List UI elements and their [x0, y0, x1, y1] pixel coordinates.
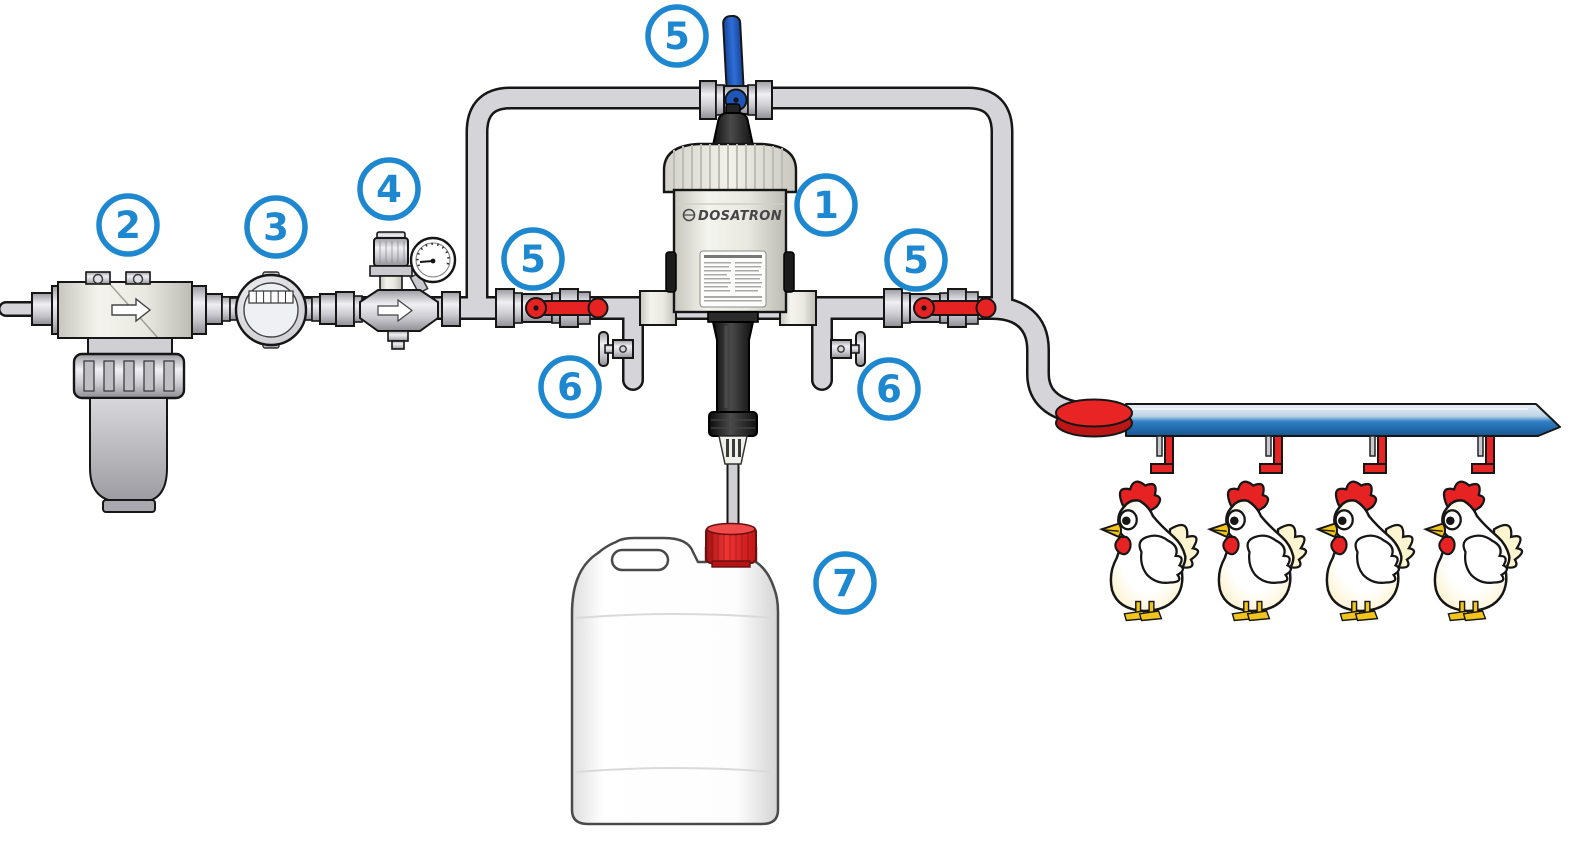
callout-water-filter: 2 [96, 193, 160, 257]
callout-label: 5 [903, 239, 929, 282]
callout-label: 6 [557, 366, 583, 409]
callout-label: 5 [664, 15, 690, 58]
drinking-line [1055, 398, 1561, 474]
water-meter [205, 271, 337, 349]
callout-bypass-valve: 5 [645, 4, 709, 68]
callout-label: 2 [115, 204, 141, 247]
bypass-ball-valve [699, 14, 773, 120]
filter-bowl [89, 397, 168, 503]
callout-label: 5 [520, 238, 546, 281]
pressure-gauge [409, 236, 457, 284]
line-end-cap [1055, 398, 1133, 438]
chicken-icon [1424, 480, 1524, 622]
chicken-icon [1208, 480, 1308, 622]
brand-label: DOSATRON [698, 209, 782, 224]
callout-container: 7 [813, 551, 877, 615]
inlet-ball-valve [495, 288, 609, 328]
dosatron-pump: DOSATRON [639, 103, 817, 465]
outlet-ball-valve [883, 288, 997, 328]
injection-assembly [707, 311, 759, 465]
pump-spec-label [699, 250, 767, 308]
callout-label: 7 [832, 562, 858, 605]
callout-inlet-valve: 5 [501, 227, 565, 291]
pressure-regulator [335, 231, 461, 350]
drinker-nipple-icon [1471, 435, 1495, 474]
dosatron-logo-icon [682, 208, 696, 222]
callout-label: 3 [263, 206, 289, 249]
chicken-icon [1316, 480, 1416, 622]
callout-outlet-valve: 5 [884, 228, 948, 292]
meter-register [248, 290, 294, 304]
drinker-nipple-icon [1363, 435, 1387, 474]
flow-arrow-icon [111, 297, 152, 323]
chicken-icon [1100, 480, 1200, 622]
drinker-nipple-icon [1150, 435, 1174, 474]
callout-label: 1 [813, 184, 839, 227]
jerrycan-cap [705, 522, 757, 568]
concentrate-container [570, 522, 780, 826]
drinker-nipple-icon [1259, 435, 1283, 474]
drinker-nipples [1150, 435, 1495, 474]
outlet-drain-valve [830, 331, 866, 367]
callout-pump: 1 [794, 173, 858, 237]
callout-inlet-drain: 6 [538, 355, 602, 419]
callout-label: 4 [376, 168, 402, 211]
dosatron-logo: DOSATRON [682, 208, 782, 224]
callouts: 5 2 3 4 5 1 5 6 [96, 4, 948, 615]
callout-pressure-regulator: 4 [357, 157, 421, 221]
callout-outlet-drain: 6 [857, 357, 921, 421]
chickens [1100, 480, 1524, 622]
water-filter [31, 271, 207, 513]
jerrycan-handle-hole [610, 548, 670, 572]
jerrycan-body [570, 536, 780, 826]
callout-label: 6 [876, 368, 902, 411]
flow-arrow-icon [377, 298, 413, 323]
callout-water-meter: 3 [244, 195, 308, 259]
